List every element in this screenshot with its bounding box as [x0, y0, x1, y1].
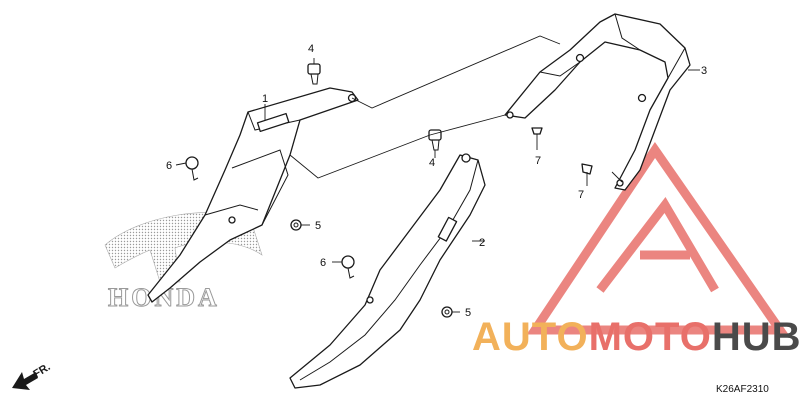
brand-part-moto: MOTO: [589, 315, 712, 359]
svg-text:AUTOMOTOHUB: AUTOMOTOHUB: [472, 315, 800, 359]
automotohub-triangle-logo: [526, 142, 789, 335]
part-3-grab-rail: [504, 13, 691, 191]
screw-5b: [441, 306, 453, 318]
callout-6a: 6: [166, 160, 172, 172]
callout-3: 3: [701, 65, 707, 77]
assembly-lines: [175, 35, 700, 313]
honda-watermark-text: HONDA: [108, 283, 220, 312]
fasteners: [185, 63, 593, 318]
automotohub-wordmark: AUTOMOTOHUB: [472, 315, 800, 359]
brand-part-auto: AUTO: [472, 315, 589, 359]
callout-7b: 7: [578, 189, 584, 201]
logo-triangle-inner: [596, 196, 719, 293]
callout-7a: 7: [535, 155, 541, 167]
front-arrow-icon: [12, 372, 38, 390]
bolt-4a: [307, 63, 321, 85]
screw-5a: [290, 219, 302, 231]
callout-5b: 5: [465, 307, 471, 319]
callout-4a: 4: [308, 43, 314, 55]
diagram-code: K26AF2310: [716, 384, 769, 395]
callout-1: 1: [262, 93, 268, 105]
bolt-6a: [185, 156, 199, 181]
callout-2: 2: [479, 237, 485, 249]
brand-part-hub: HUB: [712, 315, 800, 359]
bolt-6b: [341, 255, 355, 279]
callout-6b: 6: [320, 257, 326, 269]
screw-7b: [581, 163, 593, 175]
part-2-right-side-cover: [289, 153, 486, 389]
front-direction-indicator: FR.: [12, 361, 53, 390]
callout-5a: 5: [315, 220, 321, 232]
logo-triangle-outer: [526, 142, 789, 335]
callout-labels: 1 2 3 4 4 5 5 6 6 7 7: [166, 43, 707, 319]
part-1-left-side-cover: [147, 87, 359, 303]
callout-4b: 4: [429, 157, 435, 169]
screw-7a: [531, 127, 543, 135]
